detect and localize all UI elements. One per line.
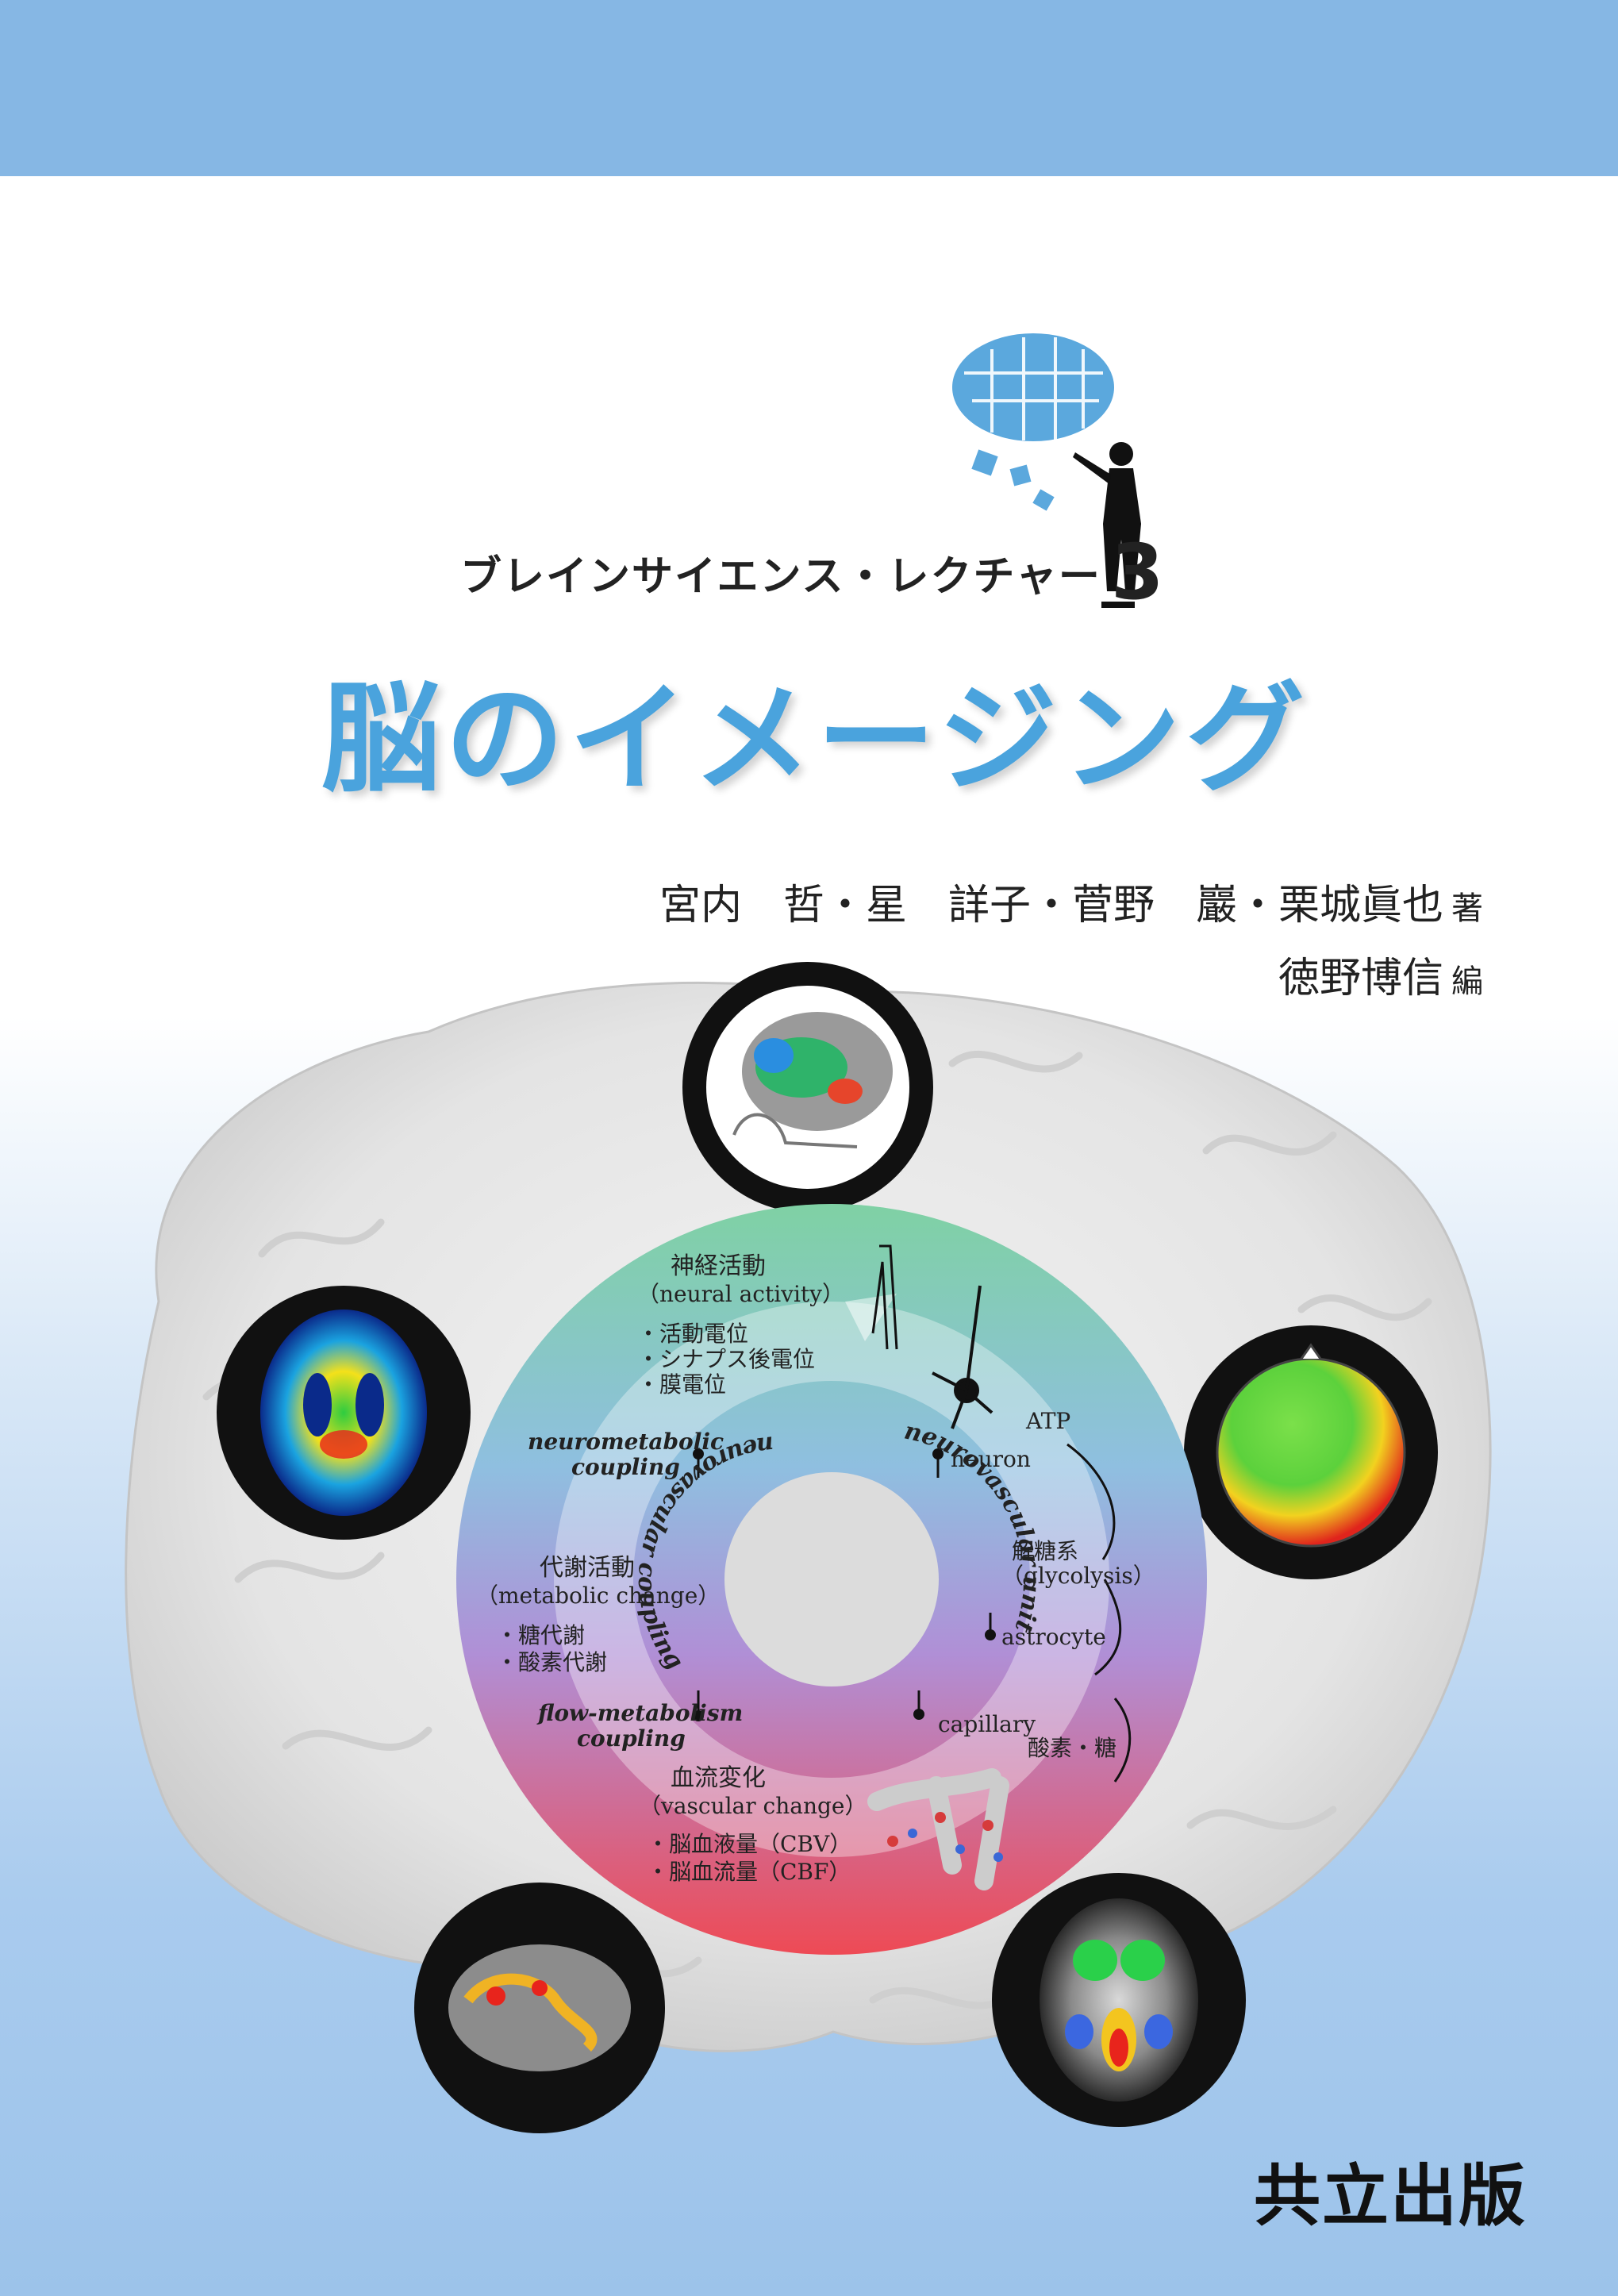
fmri-surface-image bbox=[414, 1883, 665, 2133]
metabolic-item-2: ・酸素代謝 bbox=[496, 1649, 607, 1675]
neural-item-2: ・シナプス後電位 bbox=[637, 1346, 815, 1372]
pet-scan-image bbox=[217, 1286, 471, 1540]
puzzle-brain-logo bbox=[952, 333, 1114, 511]
editor-role: 編 bbox=[1451, 963, 1483, 1000]
glycolysis-jp-label: 解糖系 bbox=[1012, 1538, 1078, 1564]
neural-item-3: ・膜電位 bbox=[637, 1371, 726, 1398]
neuron-icon bbox=[932, 1285, 993, 1429]
top-color-band bbox=[0, 0, 1618, 176]
coupling-ring-diagram: neurovascular coupling neurovascular uni… bbox=[456, 1204, 1207, 1955]
brain-3d-model-image bbox=[682, 962, 933, 1213]
lecturer-silhouette-icon bbox=[1073, 442, 1141, 608]
eeg-topography-image bbox=[1184, 1325, 1438, 1579]
neural-title: 神経活動 bbox=[671, 1252, 766, 1280]
metabolic-title: 代謝活動 bbox=[540, 1554, 635, 1582]
vascular-item-2: ・脳血流量（CBF） bbox=[647, 1859, 851, 1885]
author-names: 宮内 哲・星 詳子・菅野 巖・栗城眞也 bbox=[659, 882, 1443, 929]
editor-name: 徳野博信 bbox=[1278, 955, 1443, 1002]
capillary-label: capillary bbox=[938, 1711, 1036, 1737]
atp-label: ATP bbox=[1025, 1408, 1070, 1434]
vascular-en: （vascular change） bbox=[639, 1793, 867, 1819]
mri-axial-image bbox=[992, 1873, 1246, 2127]
neurometabolic-label: neurometabolic bbox=[528, 1429, 724, 1455]
flow-metabolism-label: flow-metabolism bbox=[536, 1700, 743, 1726]
metabolic-en: （metabolic change） bbox=[476, 1583, 720, 1609]
author-role: 著 bbox=[1451, 890, 1483, 927]
neuron-label: neuron bbox=[951, 1446, 1031, 1472]
astrocyte-label: astrocyte bbox=[1001, 1624, 1106, 1650]
editor-line: 徳野博信編 bbox=[1278, 944, 1483, 1004]
flow-metabolism-coupling-label: coupling bbox=[577, 1725, 686, 1752]
neural-item-1: ・活動電位 bbox=[637, 1321, 748, 1347]
authors-line: 宮内 哲・星 詳子・菅野 巖・栗城眞也著 bbox=[659, 871, 1483, 931]
capillary-icon bbox=[867, 1768, 1009, 1890]
metabolic-item-1: ・糖代謝 bbox=[496, 1622, 585, 1648]
neural-en: （neural activity） bbox=[637, 1281, 844, 1307]
series-name: ブレインサイエンス・レクチャー bbox=[460, 553, 1101, 601]
neurometabolic-coupling-label: coupling bbox=[571, 1454, 680, 1480]
series-number: 3 bbox=[1110, 528, 1166, 617]
publisher-name: 共立出版 bbox=[1254, 2156, 1528, 2235]
glycolysis-en-label: （glycolysis） bbox=[1001, 1563, 1155, 1589]
vascular-item-1: ・脳血液量（CBV） bbox=[647, 1831, 851, 1857]
oxygen-sugar-label: 酸素・糖 bbox=[1028, 1735, 1116, 1761]
vascular-title: 血流変化 bbox=[671, 1764, 766, 1792]
book-title: 脳のイメージング bbox=[321, 671, 1310, 809]
